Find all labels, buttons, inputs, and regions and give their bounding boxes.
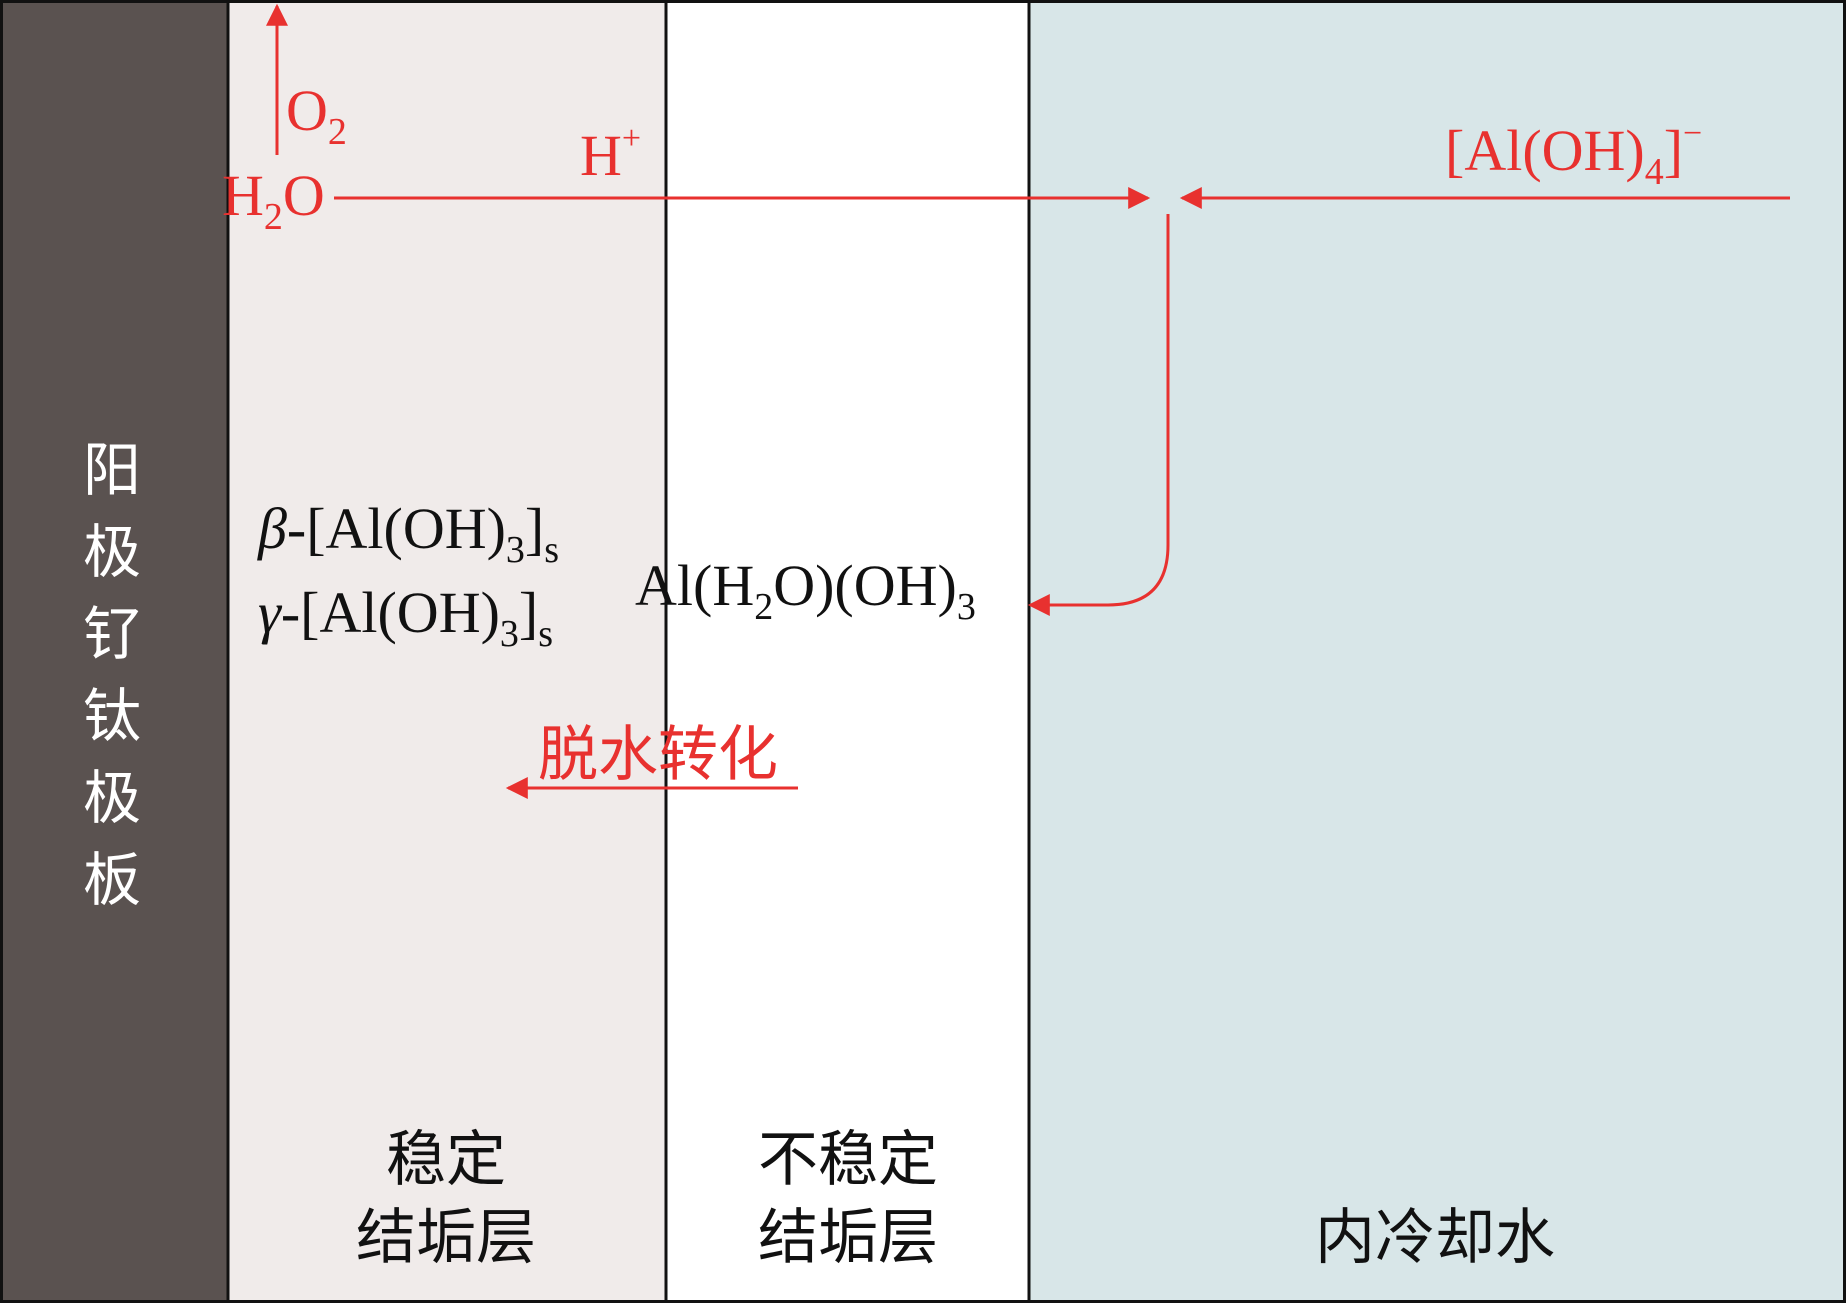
anode-label-char: 钌 (83, 600, 141, 668)
beta-aluminum-hydroxide-label: β-[Al(OH)3]s (257, 496, 559, 571)
coolant-water-region (1029, 0, 1846, 1303)
anode-plate-label: 阳 极 钌 钛 极 板 (83, 436, 141, 914)
anode-label-char: 板 (83, 846, 141, 914)
h-plus-label: H+ (580, 120, 641, 188)
stable-label-line: 稳定 (386, 1125, 506, 1195)
aluminate-label: [Al(OH)4]− (1445, 115, 1702, 193)
hydrated-precipitation-arrow (1027, 214, 1170, 616)
stable-scale-layer-region (228, 0, 666, 1303)
anode-label-char: 极 (83, 764, 141, 832)
hydrated-aluminum-hydroxide-label: Al(H2O)(OH)3 (635, 553, 976, 628)
anode-label-char: 极 (83, 518, 141, 586)
unstable-scale-layer-region (666, 0, 1029, 1303)
dehydration-transformation-label: 脱水转化 (538, 720, 778, 790)
gamma-aluminum-hydroxide-label: γ-[Al(OH)3]s (258, 580, 553, 655)
coolant-water-label: 内冷却水 (1315, 1203, 1555, 1273)
anode-label-char: 钛 (83, 682, 141, 750)
stable-scale-layer-label: 稳定 结垢层 (356, 1125, 536, 1273)
unstable-label-line: 结垢层 (758, 1203, 938, 1273)
stable-label-line: 结垢层 (356, 1203, 536, 1273)
unstable-label-line: 不稳定 (758, 1125, 938, 1195)
unstable-scale-layer-label: 不稳定 结垢层 (758, 1125, 938, 1273)
anode-plate-region (0, 0, 228, 1303)
anode-label-char: 阳 (83, 436, 141, 504)
h2o-label: H2O (222, 163, 325, 238)
o2-label: O2 (286, 78, 347, 153)
